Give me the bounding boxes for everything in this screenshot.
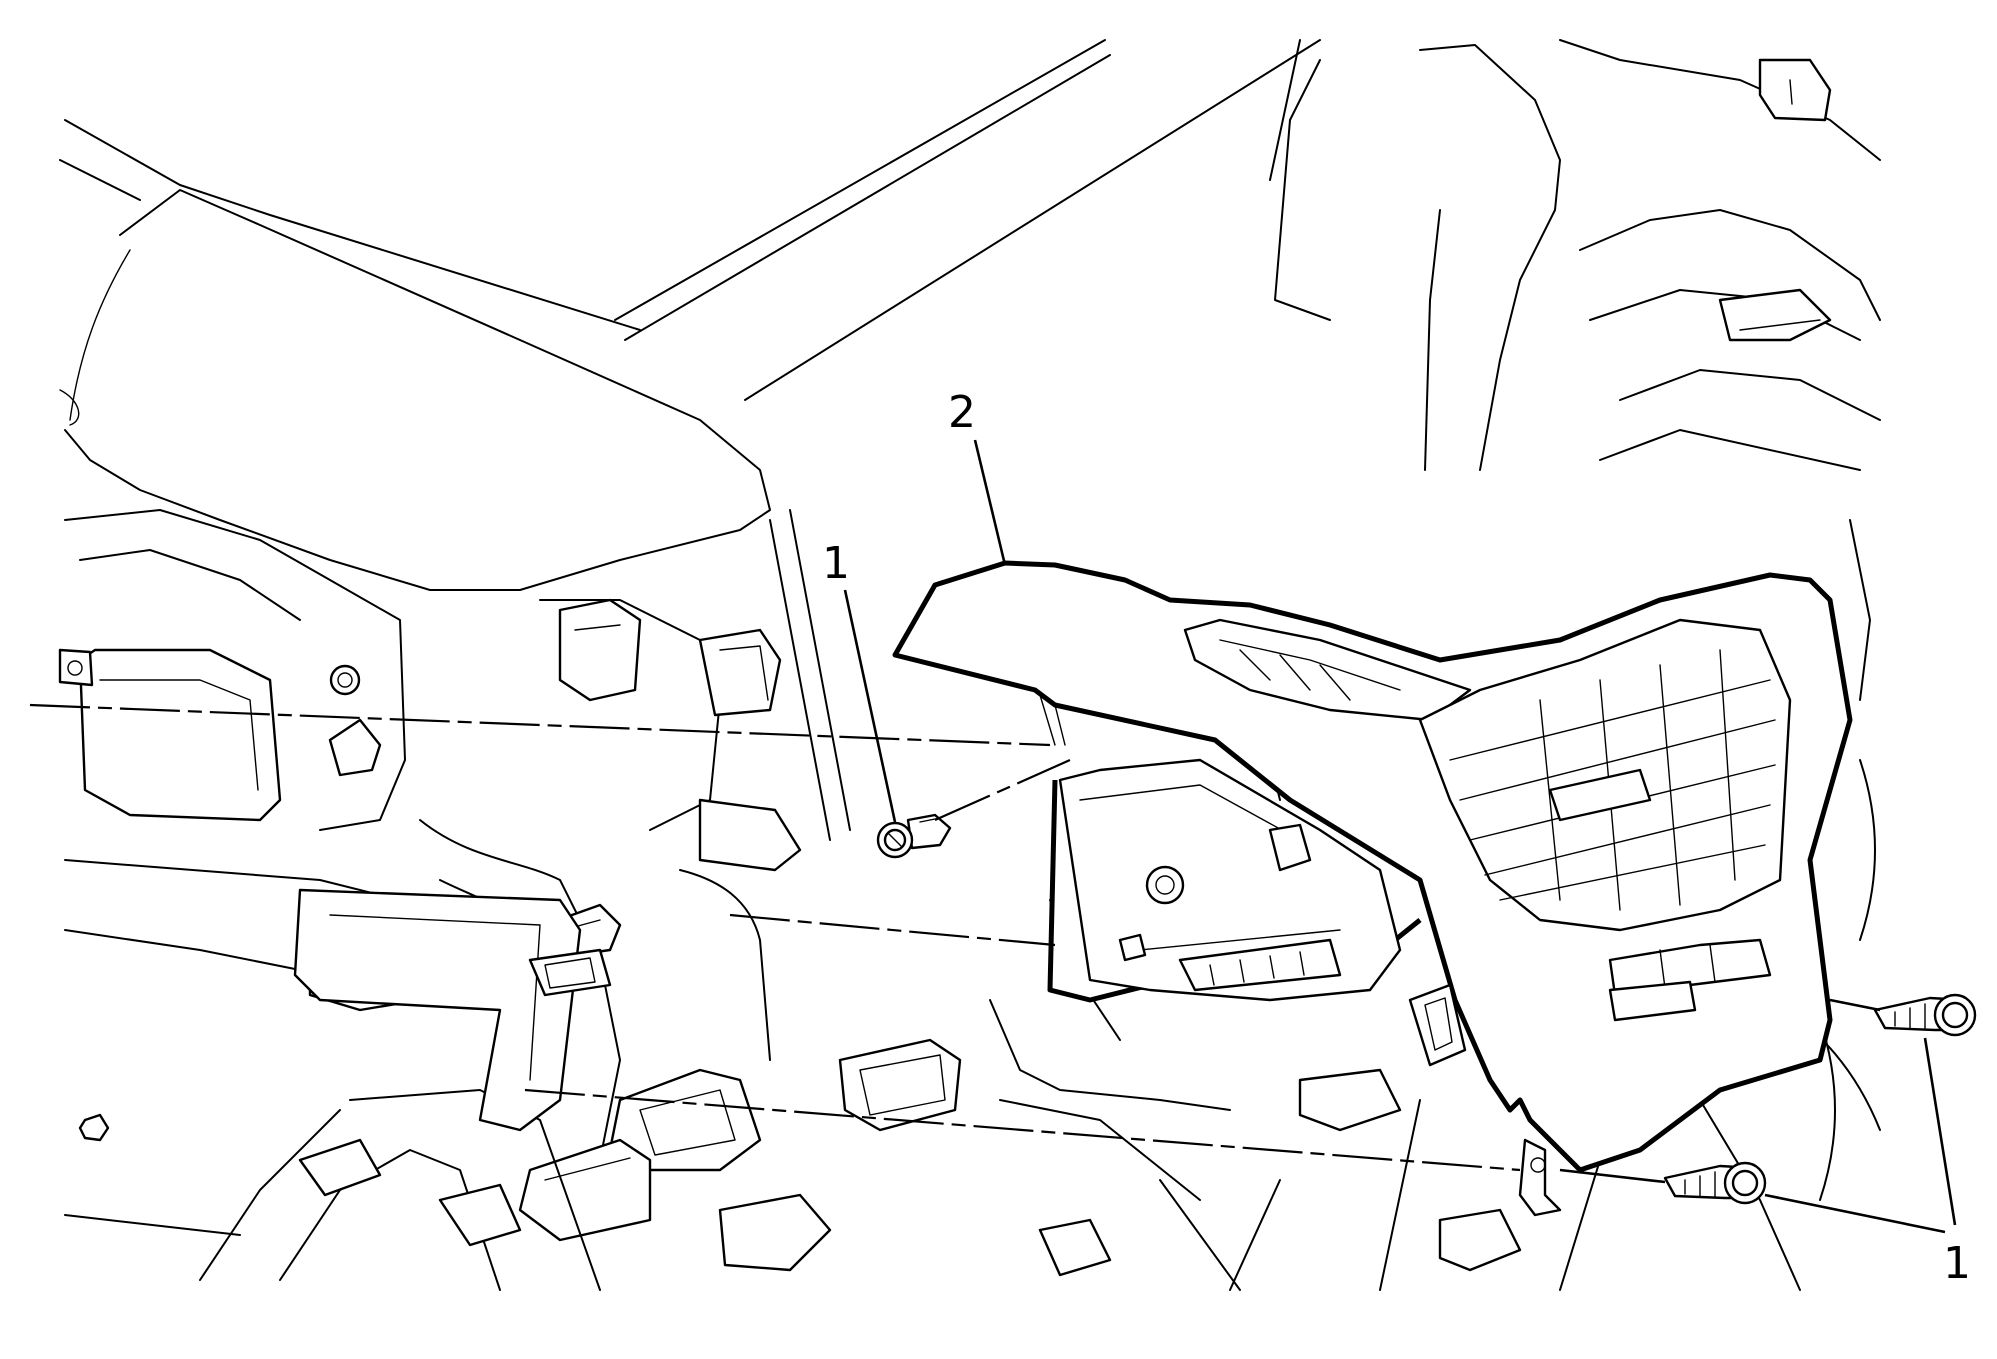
- fastener-upper-bezel: [876, 813, 952, 859]
- callout-2: 2: [948, 387, 976, 438]
- fastener-lower-right-top: [1873, 993, 1977, 1037]
- dashboard-structure: [58, 39, 1881, 1291]
- callout-1-upper: 1: [822, 538, 850, 589]
- callout-leaders: [843, 439, 1957, 1234]
- fastener-lower-right-bottom: [1663, 1161, 1767, 1205]
- instrument-panel-bezel: [892, 560, 1853, 1217]
- alignment-lines: [29, 703, 1881, 1184]
- callout-1-lower: 1: [1943, 1238, 1971, 1289]
